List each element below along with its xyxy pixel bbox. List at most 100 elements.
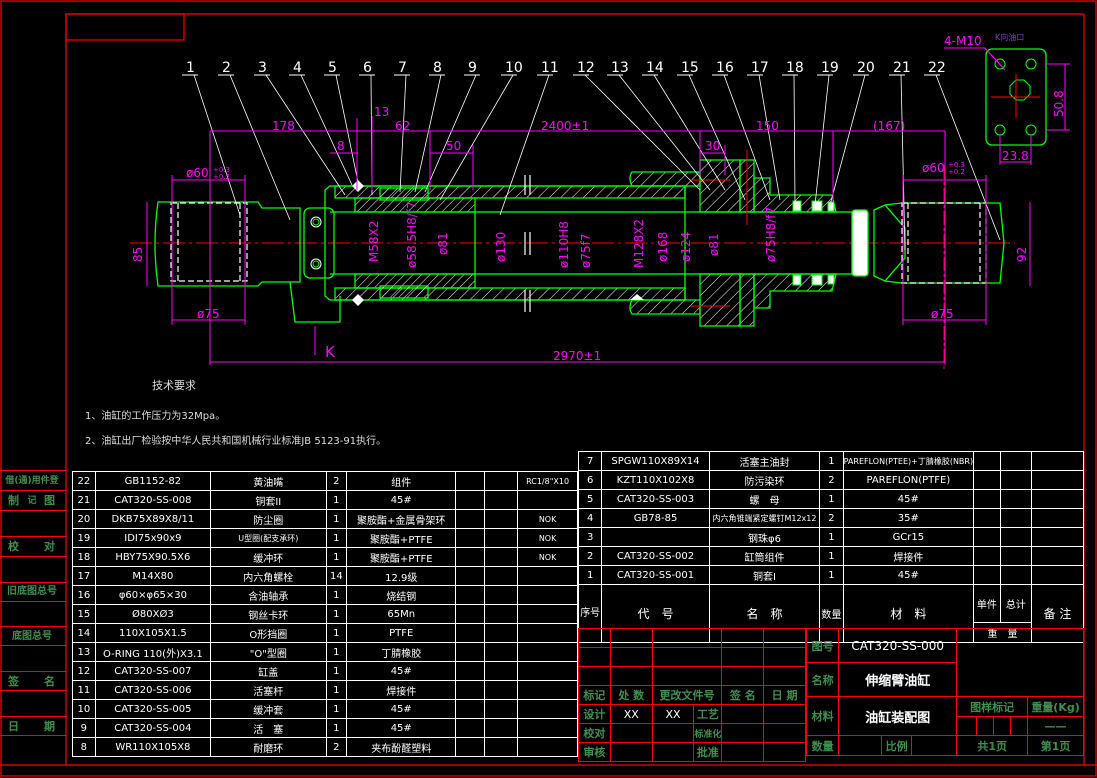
review-label: 审核 [578,742,611,762]
bom-cell-name: 钢丝卡环 [210,604,327,624]
bom-cell-c1 [973,451,1001,471]
rev-header-date: 日 期 [763,685,806,705]
dim-178: 178 [272,119,295,133]
bom-cell-c1 [455,528,486,548]
bom-cell-code: DKB75X89X8/11 [94,509,212,529]
bom-cell-note: NOK [517,547,578,567]
balloon-14: 14 [646,60,664,76]
dim-right-bore: ø60 [922,161,945,175]
drawing-title: 油缸装配图 [838,696,958,736]
dim-2970: 2970±1 [553,349,601,363]
cylinder-barrel [324,185,686,301]
bom-cell-qty: 1 [325,623,348,643]
port-view-label: K向油口 [995,32,1024,42]
bom-cell-name: 钢珠φ6 [708,527,821,547]
dim-30: 30 [705,139,720,153]
balloon-4: 4 [293,60,302,76]
bom-cell-c2 [999,527,1032,547]
leader-line [439,74,514,201]
balloon-13: 13 [611,60,629,76]
label-signature: 签 名 [8,675,56,688]
bom-cell-name: O形挡圈 [210,623,327,643]
bom-cell-code: KZT110X102X8 [601,470,710,490]
bom-cell-code: CAT320-SS-006 [94,680,212,700]
bom-cell-note [1030,508,1085,528]
bom-cell-c1 [455,490,486,510]
dim-m128: M128X2 [632,219,646,268]
bom-cell-name: 含油轴承 [210,585,327,605]
dim-left-bore-tol-upper: +0.3 [213,166,230,174]
label-checked: 校 对 [8,540,56,553]
leader-line [653,74,726,191]
dim-right-bore-tol-upper: +0.3 [948,161,965,169]
bom-cell-note: NOK [517,528,578,548]
bom-cell-material: 丁腈橡胶 [346,642,457,662]
bom-cell-note [1030,470,1085,490]
dim-8: 8 [337,139,345,153]
bom-cell-material: 烧结钢 [346,585,457,605]
bom-cell-no: 10 [72,699,96,719]
dim-75h8: ø75H8/f7 [764,207,778,262]
balloon-7: 7 [398,60,407,76]
balloon-9: 9 [468,60,477,76]
leader-line [399,74,407,193]
bom-cell-code: GB78-85 [601,508,710,528]
bom-cell-code: WR110X105X8 [94,737,212,757]
view-k-label: K [325,343,336,361]
bom-cell-note [1030,565,1085,585]
bom-cell-no: 13 [72,642,96,662]
leader-line [829,74,866,206]
bom-cell-qty: 1 [325,642,348,662]
bom-cell-qty: 1 [819,565,844,585]
bom-cell-qty: 1 [819,546,844,566]
bom-cell-material: PAREFLON(PTFE) [842,470,975,490]
balloon-22: 22 [928,60,946,76]
leader-line [584,74,701,191]
process-label: 工艺 [693,704,723,724]
dim-left-bore-tol-lower: +0.2 [213,173,230,181]
bom-cell-material: 聚胺酯+金属骨架环 [346,509,457,529]
bom-cell-c2 [484,547,519,567]
bom-cell-qty: 1 [325,509,348,529]
bom-cell-qty: 2 [325,471,348,491]
bom-cell-material: 焊接件 [842,546,975,566]
bom-cell-material: 45# [346,699,457,719]
bom-cell-no: 4 [577,508,603,528]
balloon-16: 16 [716,60,734,76]
bom-cell-no: 8 [72,737,96,757]
bom-cell-code: HBY75X90.5X6 [94,547,212,567]
scale-label: 比例 [881,735,913,756]
bom-cell-note [517,661,578,681]
port-height-dim: 50.8 [1052,90,1066,117]
bom-cell-c2 [484,604,519,624]
balloon-10: 10 [505,60,523,76]
bom-cell-note [1030,546,1085,566]
bom-cell-name: 缸筒组件 [708,546,821,566]
bom-cell-no: 18 [72,547,96,567]
bom-cell-note [517,718,578,738]
bom-cell-code: CAT320-SS-002 [601,546,710,566]
bom-cell-name: 黄油嘴 [210,471,327,491]
dim-right-od: ø75 [931,307,954,321]
material-label: 材料 [805,696,840,736]
bom-cell-c1 [973,470,1001,490]
bom-cell-c1 [455,585,486,605]
bom-cell-name: 内六角锥端紧定螺钉M12x12 [708,508,821,528]
bom-cell-qty: 2 [819,508,844,528]
name-label: 名称 [805,662,840,697]
bom-cell-material: 12.9级 [346,566,457,586]
bom-cell-c1 [455,699,486,719]
bom-cell-no: 20 [72,509,96,529]
bom-cell-qty: 1 [325,604,348,624]
tech-req-item-1: 1、油缸的工作压力为32Mpa。 [85,411,226,422]
design-label: 设计 [578,704,611,724]
bom-cell-material: PTFE [346,623,457,643]
